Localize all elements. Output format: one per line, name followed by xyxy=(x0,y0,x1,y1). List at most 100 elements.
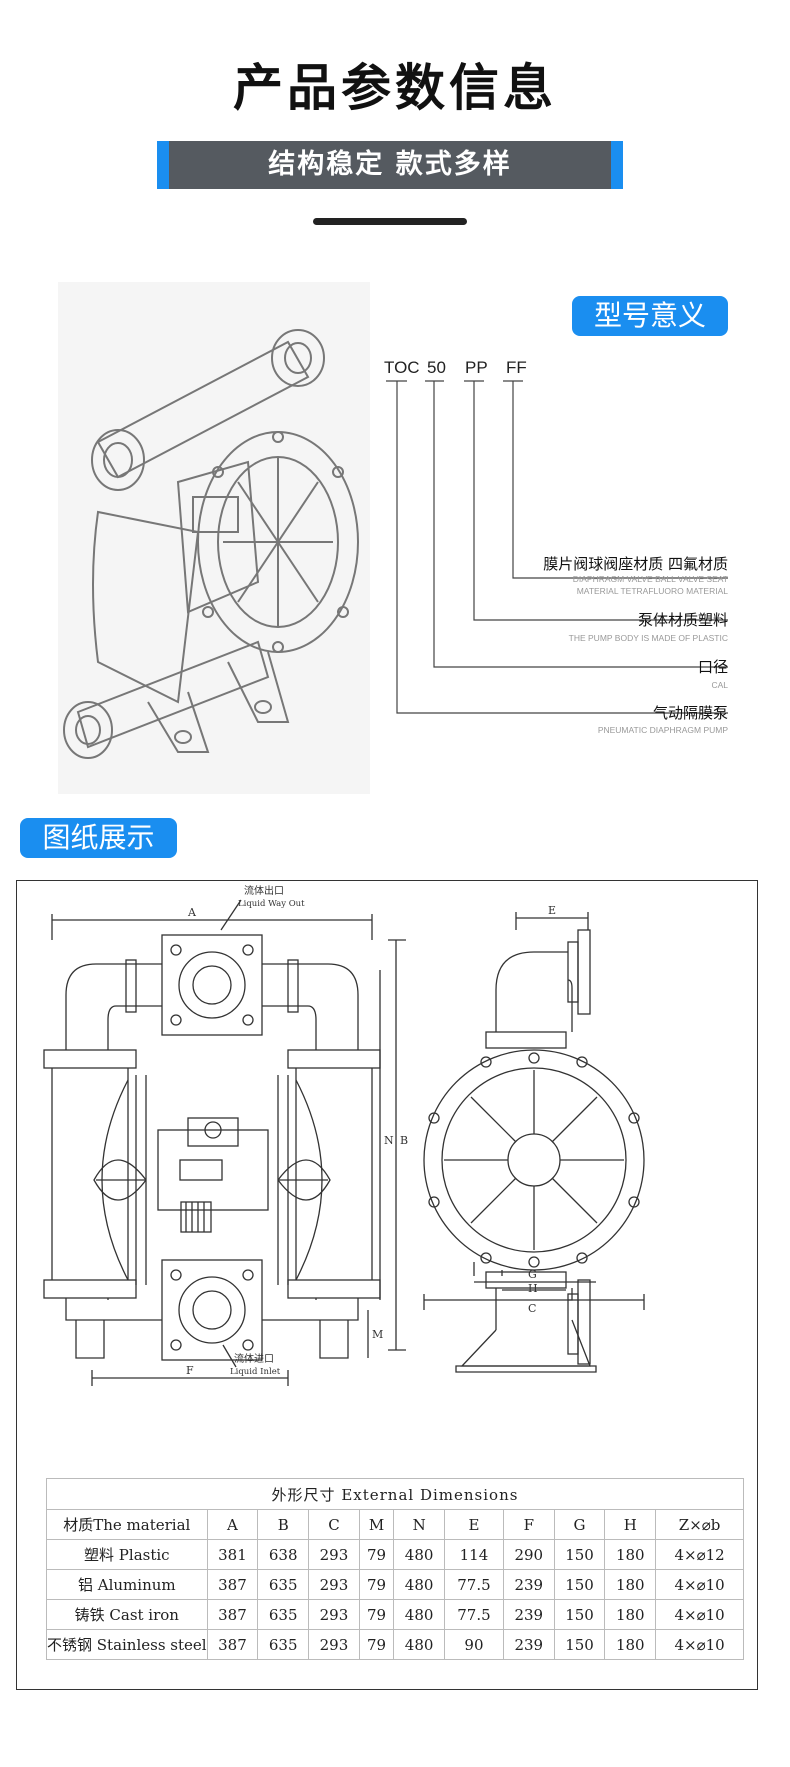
table-cell: 480 xyxy=(393,1629,445,1660)
table-cell: 180 xyxy=(604,1539,657,1570)
subtitle-banner: 结构稳定 款式多样 xyxy=(157,141,623,189)
drawing-display-tag: 图纸展示 xyxy=(20,818,177,858)
table-header-cell: G xyxy=(553,1509,606,1540)
material-cell: 铸铁 Cast iron xyxy=(46,1599,208,1630)
label-pump-en: PNEUMATIC DIAPHRAGM PUMP xyxy=(597,725,728,735)
label-body-cn: 泵体材质塑料 xyxy=(637,611,728,629)
table-cell: 293 xyxy=(308,1539,360,1570)
section-divider xyxy=(313,218,467,225)
technical-drawing-frame xyxy=(16,880,758,1690)
table-header-cell: M xyxy=(358,1509,395,1540)
table-cell: 150 xyxy=(553,1569,606,1600)
table-cell: 150 xyxy=(553,1599,606,1630)
label-caliber-en: CAL xyxy=(711,680,728,690)
table-cell: 387 xyxy=(206,1629,259,1660)
table-cell: 79 xyxy=(358,1539,395,1570)
material-cell: 塑料 Plastic xyxy=(46,1539,208,1570)
outlet-label-cn: 流体出口 xyxy=(244,884,284,897)
table-cell: 4×⌀12 xyxy=(655,1539,744,1570)
dim-h-label: H xyxy=(528,1282,538,1295)
table-cell: 90 xyxy=(444,1629,504,1660)
table-cell: 239 xyxy=(502,1599,555,1630)
table-cell: 77.5 xyxy=(444,1599,504,1630)
model-code-body: PP xyxy=(465,358,488,377)
table-cell: 635 xyxy=(257,1599,310,1630)
model-meaning-tag: 型号意义 xyxy=(572,296,728,336)
page-title: 产品参数信息 xyxy=(233,59,557,117)
table-cell: 150 xyxy=(553,1539,606,1570)
table-cell: 480 xyxy=(393,1539,445,1570)
model-code-size: 50 xyxy=(427,358,446,377)
table-header-cell: 材质The material xyxy=(46,1509,208,1540)
table-cell: 638 xyxy=(257,1539,310,1570)
table-header-cell: N xyxy=(393,1509,445,1540)
table-header-cell: F xyxy=(502,1509,555,1540)
label-body-en: THE PUMP BODY IS MADE OF PLASTIC xyxy=(568,633,728,643)
table-cell: 480 xyxy=(393,1569,445,1600)
table-cell: 480 xyxy=(393,1599,445,1630)
label-diaphragm-en-1: DIAPHRAGM VALVE BALL VALVE SEAT xyxy=(572,574,728,584)
dim-m-label: M xyxy=(372,1328,383,1341)
dim-a-label: A xyxy=(187,906,197,919)
table-cell: 4×⌀10 xyxy=(655,1569,744,1600)
label-diaphragm-en-2: MATERIAL TETRAFLUORO MATERIAL xyxy=(576,586,728,596)
dim-g-label: G xyxy=(528,1268,537,1281)
table-row: 塑料 Plastic 381 638 293 79 480 114 290 15… xyxy=(46,1539,744,1570)
subtitle-text: 结构稳定 款式多样 xyxy=(268,149,512,180)
dimensions-table: 外形尺寸 External Dimensions 材质The material … xyxy=(46,1478,744,1660)
table-cell: 239 xyxy=(502,1629,555,1660)
table-cell: 180 xyxy=(604,1569,657,1600)
table-cell: 635 xyxy=(257,1629,310,1660)
table-cell: 180 xyxy=(604,1629,657,1660)
inlet-label-en: Liquid Inlet xyxy=(230,1367,281,1377)
table-header-cell: C xyxy=(308,1509,360,1540)
table-header-row: 材质The material A B C M N E F G H Z×⌀b xyxy=(46,1509,744,1540)
table-cell: 77.5 xyxy=(444,1569,504,1600)
table-row: 不锈钢 Stainless steel 387 635 293 79 480 9… xyxy=(46,1629,744,1660)
table-cell: 239 xyxy=(502,1569,555,1600)
table-caption-row: 外形尺寸 External Dimensions xyxy=(46,1478,744,1510)
pump-illustration xyxy=(58,282,370,794)
table-header-cell: A xyxy=(206,1509,259,1540)
pump-sketch-icon xyxy=(63,329,359,759)
table-cell: 290 xyxy=(502,1539,555,1570)
technical-drawing: A B N M F E G H C 流体出口 Liquid Way Out 流体… xyxy=(43,884,645,1386)
material-cell: 铝 Aluminum xyxy=(46,1569,208,1600)
table-cell: 79 xyxy=(358,1629,395,1660)
table-caption: 外形尺寸 External Dimensions xyxy=(46,1478,744,1510)
table-cell: 79 xyxy=(358,1599,395,1630)
banner-accent-left xyxy=(157,141,169,189)
dim-f-label: F xyxy=(186,1364,194,1377)
model-leader-lines xyxy=(386,380,728,714)
table-row: 铸铁 Cast iron 387 635 293 79 480 77.5 239… xyxy=(46,1599,744,1630)
table-cell: 293 xyxy=(308,1599,360,1630)
table-cell: 293 xyxy=(308,1629,360,1660)
table-cell: 293 xyxy=(308,1569,360,1600)
label-diaphragm-cn: 膜片阀球阀座材质 四氟材质 xyxy=(543,555,728,573)
dim-c-label: C xyxy=(528,1302,536,1315)
label-pump-cn: 气动隔膜泵 xyxy=(652,704,728,722)
outlet-label-en: Liquid Way Out xyxy=(238,899,305,909)
label-caliber-cn: 口径 xyxy=(697,658,728,676)
dim-e-label: E xyxy=(548,904,556,917)
table-cell: 387 xyxy=(206,1599,259,1630)
table-cell: 180 xyxy=(604,1599,657,1630)
table-cell: 114 xyxy=(444,1539,504,1570)
dim-b-label: B xyxy=(400,1134,408,1147)
table-cell: 4×⌀10 xyxy=(655,1629,744,1660)
material-cell: 不锈钢 Stainless steel xyxy=(46,1629,208,1660)
table-header-cell: B xyxy=(257,1509,310,1540)
inlet-label-cn: 流体进口 xyxy=(234,1352,274,1365)
table-cell: 387 xyxy=(206,1569,259,1600)
table-cell: 4×⌀10 xyxy=(655,1599,744,1630)
dim-n-label: N xyxy=(384,1134,394,1147)
table-header-cell: Z×⌀b xyxy=(655,1509,744,1540)
model-code-series: TOC xyxy=(384,358,420,377)
table-cell: 150 xyxy=(553,1629,606,1660)
model-code-diaphragm: FF xyxy=(506,358,527,377)
table-header-cell: E xyxy=(444,1509,504,1540)
banner-accent-right xyxy=(611,141,623,189)
table-cell: 635 xyxy=(257,1569,310,1600)
table-row: 铝 Aluminum 387 635 293 79 480 77.5 239 1… xyxy=(46,1569,744,1600)
table-cell: 381 xyxy=(206,1539,259,1570)
